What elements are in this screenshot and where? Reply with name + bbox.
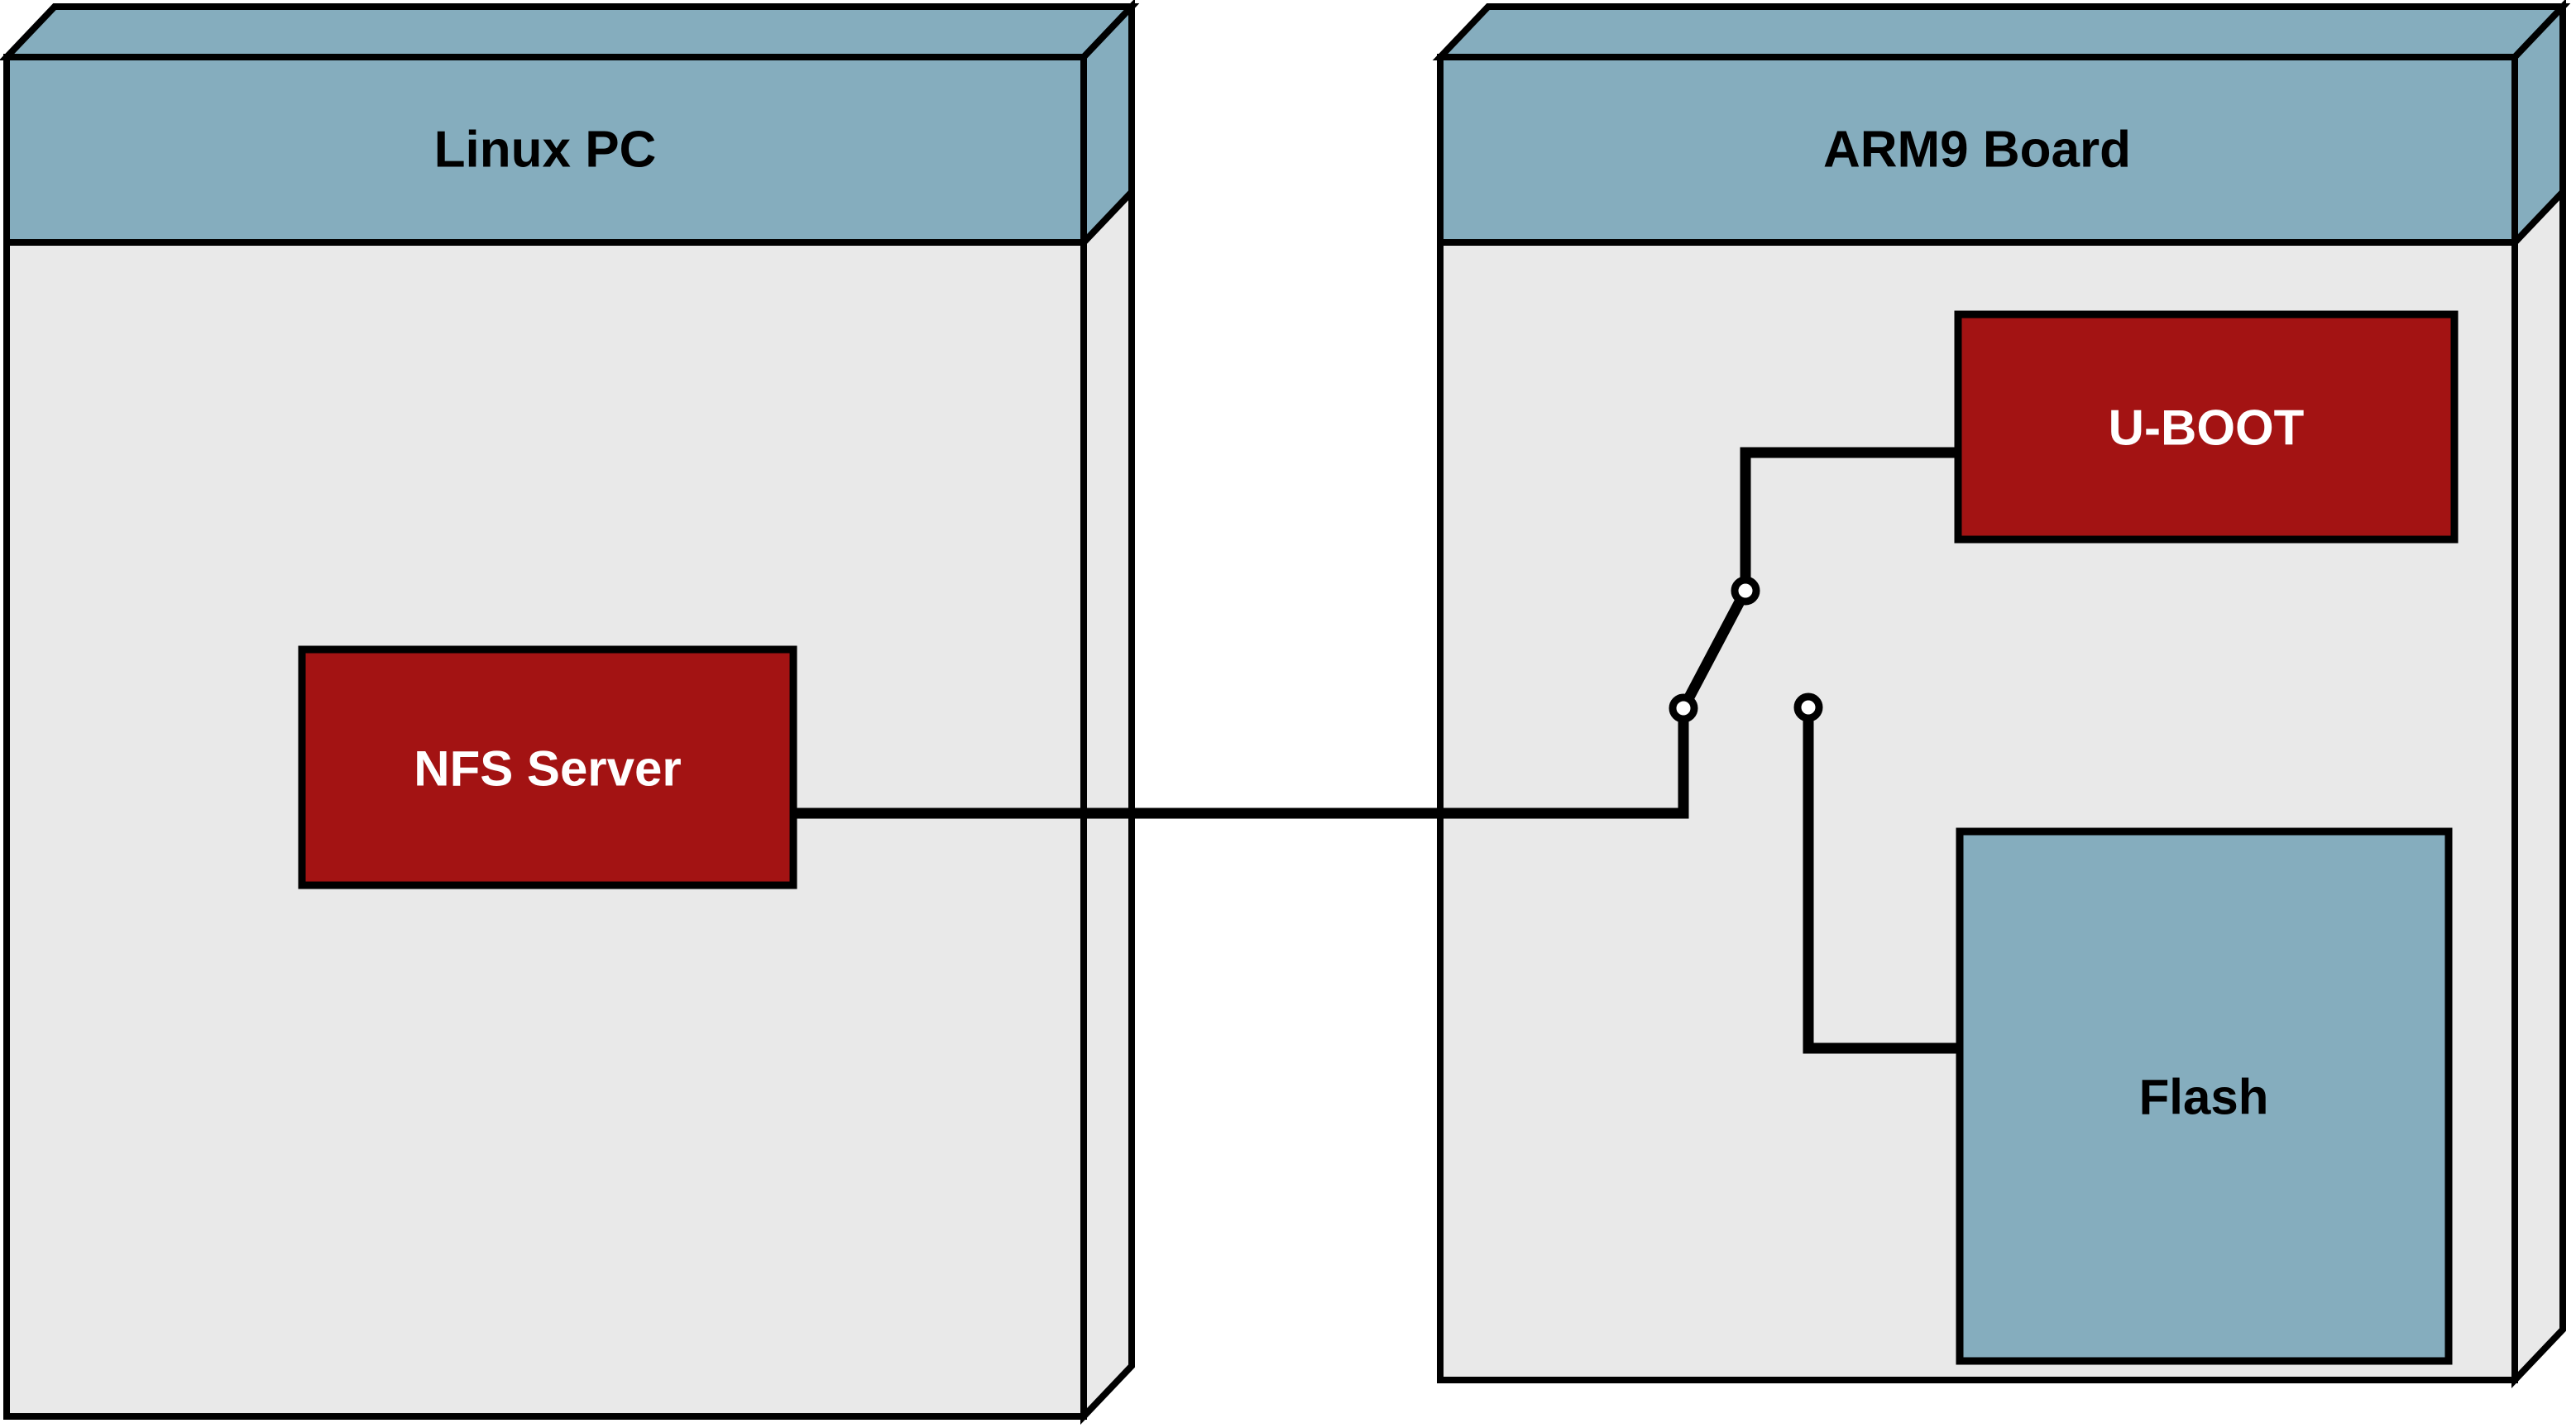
switch-flash-contact-circle xyxy=(1793,692,1823,722)
flash-node: Flash xyxy=(1956,827,2453,1365)
switch-uboot-contact-circle xyxy=(1731,576,1760,606)
wire-switch-to-flash xyxy=(1803,709,1962,1054)
uboot-node: U-BOOT xyxy=(1954,310,2459,544)
nfs-server-rect xyxy=(298,645,797,889)
wire-nfs-to-switch-pole xyxy=(793,710,1689,819)
wire-switch-blade xyxy=(1678,587,1750,712)
linux-pc-side-face-body xyxy=(1080,183,1135,1426)
arm9-board-side-face-body xyxy=(2511,183,2566,1389)
arm9-board-title: ARM9 Board xyxy=(1823,122,2131,179)
linux-pc-header-band xyxy=(3,54,1087,246)
linux-pc-box: Linux PC xyxy=(0,0,1140,1426)
nfs-server-label: NFS Server xyxy=(414,741,682,797)
uboot-label: U-BOOT xyxy=(2109,400,2305,456)
switch-pole-contact-circle xyxy=(1669,693,1698,723)
switch-contacts xyxy=(1669,576,1823,723)
flash-rect xyxy=(1956,827,2453,1365)
arm9-board-top-face xyxy=(1432,2,2571,60)
nfs-server-node: NFS Server xyxy=(298,645,797,889)
linux-pc-title: Linux PC xyxy=(434,122,657,179)
wire-switch-to-uboot xyxy=(1740,447,1958,589)
linux-pc-top-face xyxy=(0,2,1140,60)
uboot-rect xyxy=(1954,310,2459,544)
arm9-board-header-band xyxy=(1437,54,2518,246)
wires xyxy=(793,447,1962,1054)
flash-label: Flash xyxy=(2139,1070,2269,1125)
